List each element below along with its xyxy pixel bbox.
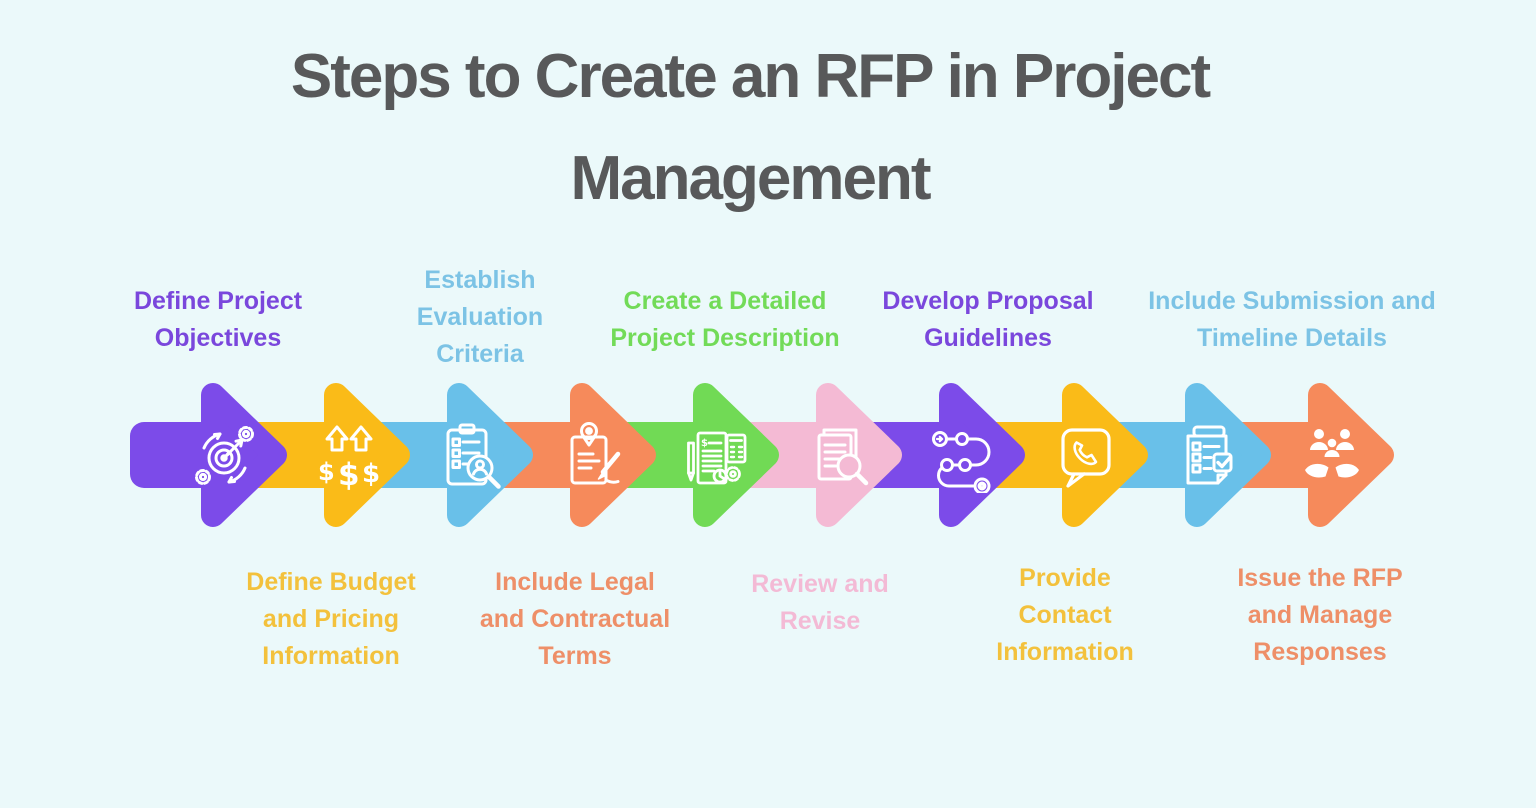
- step-label-line: Include Submission and: [1148, 287, 1436, 315]
- step-label-line: Guidelines: [924, 324, 1052, 352]
- svg-text:$: $: [701, 438, 708, 449]
- step-label-line: Issue the RFP: [1237, 564, 1403, 592]
- process-flow-icon: [925, 417, 1001, 493]
- step-arrow: [130, 383, 287, 527]
- document-review-icon: [802, 417, 878, 493]
- step-label-line: Contact: [1018, 601, 1112, 629]
- step-label-line: Objectives: [154, 324, 282, 352]
- step-label-line: and Pricing: [262, 605, 400, 633]
- page-title-line1: Steps to Create an RFP in Project: [290, 42, 1211, 111]
- step-label-line: Review and: [751, 570, 889, 598]
- step-label-line: Establish: [424, 266, 536, 294]
- step-label-line: Timeline Details: [1197, 324, 1387, 352]
- step-label-line: Create a Detailed: [623, 287, 827, 315]
- step-label-line: Revise: [779, 607, 861, 635]
- step-label-line: Include Legal: [495, 568, 655, 596]
- contract-location-icon: [556, 417, 632, 493]
- page-title-line2: Management: [570, 144, 932, 213]
- svg-text:$: $: [338, 457, 360, 493]
- step-label-line: Define Project: [133, 287, 303, 315]
- phone-chat-icon: [1048, 417, 1124, 493]
- step-label-line: Information: [996, 638, 1134, 666]
- step-label-line: Project Description: [610, 324, 840, 352]
- svg-text:$: $: [362, 459, 380, 489]
- evaluation-checklist-icon: [433, 417, 509, 493]
- step-label-line: Evaluation: [416, 303, 544, 331]
- svg-text:$: $: [318, 458, 335, 486]
- step-label-line: Provide: [1019, 564, 1111, 592]
- step-label-line: and Contractual: [479, 605, 671, 633]
- step-label-line: Develop Proposal: [882, 287, 1094, 315]
- step-label-line: Responses: [1253, 638, 1387, 666]
- step-label-line: and Manage: [1247, 601, 1393, 629]
- step-label-line: Define Budget: [246, 568, 416, 596]
- dollar-growth-icon: $ $ $: [310, 417, 386, 493]
- step-label-line: Terms: [538, 642, 612, 670]
- submission-checklist-icon: [1171, 417, 1247, 493]
- detailed-document-icon: $: [679, 417, 755, 493]
- target-gears-icon: [187, 417, 263, 493]
- step-label-line: Information: [262, 642, 400, 670]
- team-handover-icon: [1294, 417, 1370, 493]
- step-label-line: Criteria: [436, 340, 524, 368]
